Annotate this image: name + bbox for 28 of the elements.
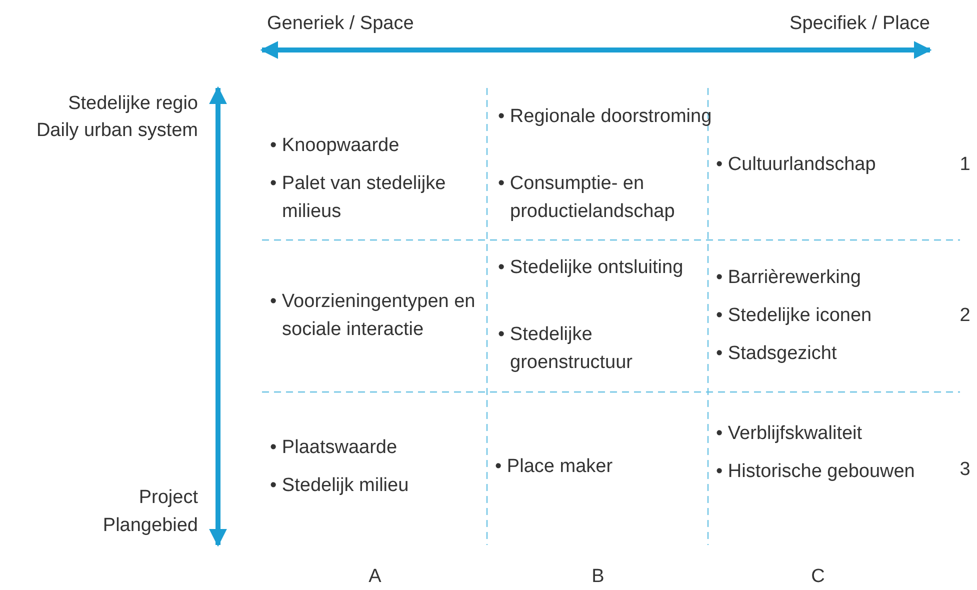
list-item: • Consumptie- en productielandschap xyxy=(498,172,676,224)
list-item: • Historische gebouwen xyxy=(716,460,916,484)
list-item: • Barrièrewerking xyxy=(716,266,862,290)
list-item: • Stadsgezicht xyxy=(716,342,838,366)
list-item: • Stedelijke groenstructuur xyxy=(498,323,634,375)
axis-label: Stedelijke regio xyxy=(67,92,198,116)
list-item: • Regionale doorstroming xyxy=(498,105,713,129)
row-number: 1 xyxy=(958,153,972,177)
list-item: • Voorzieningentypen en sociale interactie xyxy=(270,290,476,342)
axis-label: Specifiek / Place xyxy=(788,12,930,36)
list-item: • Place maker xyxy=(495,455,614,479)
axis-label: Generiek / Space xyxy=(267,12,415,36)
axis-label: Plangebied xyxy=(102,514,198,538)
list-item: • Verblijfskwaliteit xyxy=(716,422,864,446)
column-letter: A xyxy=(368,565,382,589)
axis-label: Daily urban system xyxy=(35,119,198,143)
list-item: • Plaatswaarde xyxy=(270,436,398,460)
row-number: 3 xyxy=(958,458,972,482)
list-item: • Stedelijke iconen xyxy=(716,304,873,328)
column-letter: C xyxy=(810,565,826,589)
axis-label: Project xyxy=(138,486,198,510)
row-number: 2 xyxy=(958,304,972,328)
list-item: • Stedelijk milieu xyxy=(270,474,410,498)
list-item: • Knoopwaarde xyxy=(270,134,400,158)
list-item: • Cultuurlandschap xyxy=(716,153,877,177)
column-letter: B xyxy=(590,565,606,589)
list-item: • Stedelijke ontsluiting xyxy=(498,256,684,280)
list-item: • Palet van stedelijke milieus xyxy=(270,172,447,224)
